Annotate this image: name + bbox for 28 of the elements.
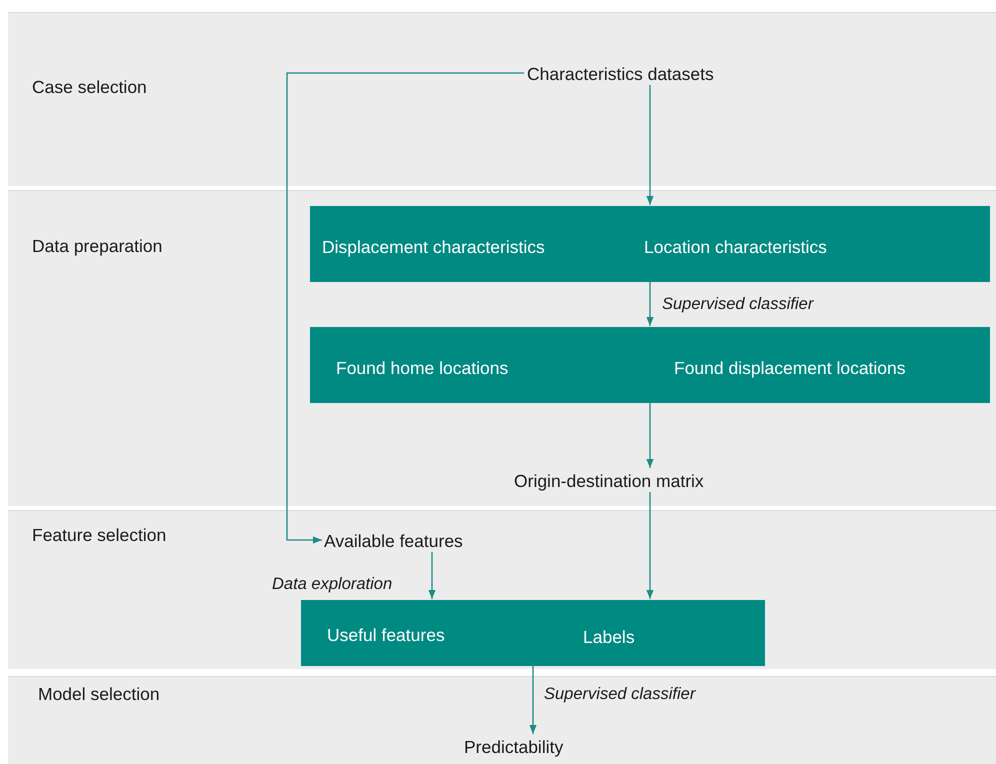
process-box [310, 206, 990, 282]
node-text: Available features [324, 529, 489, 553]
stage-band [8, 190, 996, 506]
node-text: Characteristics datasets [527, 62, 742, 86]
box-label: Displacement characteristics [322, 236, 545, 259]
stage-label: Data preparation [32, 235, 162, 258]
node-text: Origin-destination matrix [514, 469, 746, 493]
box-label: Useful features [327, 624, 445, 647]
arrow [529, 665, 537, 734]
process-box [301, 600, 765, 666]
stage-band [8, 676, 996, 764]
box-label: Found home locations [336, 357, 508, 380]
arrow [646, 492, 654, 599]
arrow [646, 281, 654, 326]
arrow [646, 85, 654, 205]
arrow [646, 402, 654, 468]
arrow [286, 72, 524, 544]
stage-label: Case selection [32, 76, 147, 99]
process-box [310, 327, 990, 403]
box-label: Found displacement locations [674, 357, 906, 380]
node-text: Predictability [464, 735, 589, 759]
stage-band [8, 12, 996, 186]
arrow [428, 552, 436, 599]
box-label: Location characteristics [644, 236, 827, 259]
stage-label: Model selection [38, 683, 160, 706]
stage-label: Feature selection [32, 524, 166, 547]
stage-band [8, 510, 996, 669]
box-label: Labels [583, 626, 635, 649]
